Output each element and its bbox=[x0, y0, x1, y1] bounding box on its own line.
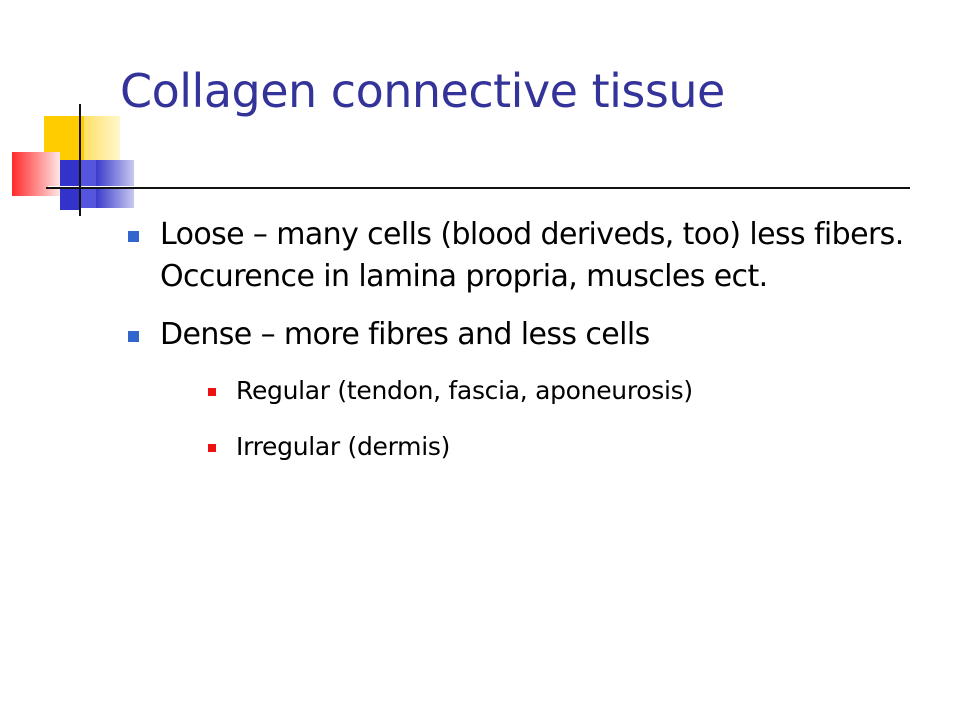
logo-blue-mid-square bbox=[80, 160, 96, 208]
bullet-text: Dense – more fibres and less cells bbox=[160, 317, 650, 352]
red-square-bullet-icon bbox=[208, 444, 216, 452]
title-divider bbox=[46, 187, 910, 189]
sub-bullet-irregular: Irregular (dermis) bbox=[160, 430, 936, 464]
colored-squares-logo-icon bbox=[0, 0, 140, 220]
logo-blue-fade-square bbox=[96, 160, 134, 208]
sub-bullet-text: Regular (tendon, fascia, aponeurosis) bbox=[236, 376, 693, 405]
bullet-list: Loose – many cells (blood deriveds, too)… bbox=[126, 214, 936, 464]
logo-blue-square bbox=[60, 160, 80, 210]
bullet-dense: Dense – more fibres and less cells Regul… bbox=[126, 314, 936, 464]
logo-red-square bbox=[12, 152, 60, 196]
sub-bullet-text: Irregular (dermis) bbox=[236, 432, 451, 461]
slide-content: Loose – many cells (blood deriveds, too)… bbox=[126, 214, 936, 486]
blue-square-bullet-icon bbox=[128, 331, 139, 342]
red-square-bullet-icon bbox=[208, 388, 216, 396]
slide-title: Collagen connective tissue bbox=[120, 64, 725, 118]
logo-yellow-fade-square bbox=[84, 116, 120, 160]
logo-vertical-line bbox=[79, 104, 81, 216]
sub-bullet-list: Regular (tendon, fascia, aponeurosis) Ir… bbox=[160, 374, 936, 464]
bullet-text: Loose – many cells (blood deriveds, too)… bbox=[160, 217, 904, 294]
bullet-loose: Loose – many cells (blood deriveds, too)… bbox=[126, 214, 936, 298]
sub-bullet-regular: Regular (tendon, fascia, aponeurosis) bbox=[160, 374, 936, 408]
blue-square-bullet-icon bbox=[128, 231, 139, 242]
